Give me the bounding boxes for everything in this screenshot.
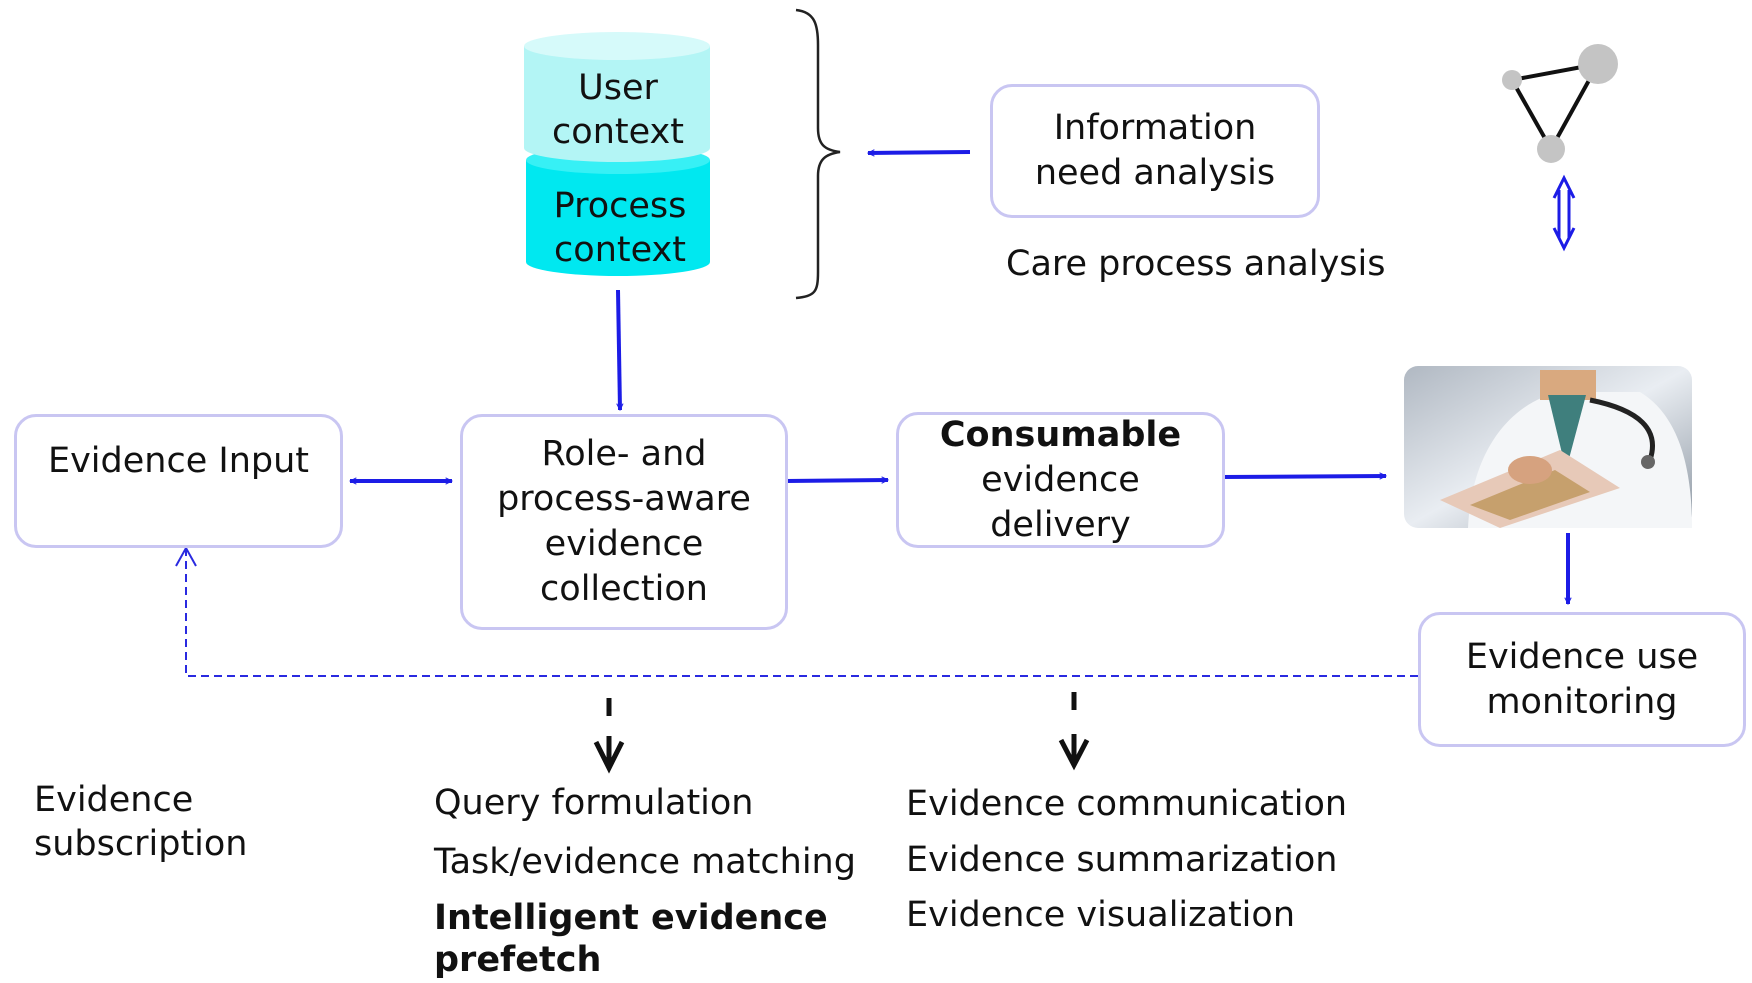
collection-detail-query: Query formulation <box>434 783 754 823</box>
collection-line-3: evidence <box>544 524 704 564</box>
grouping-brace <box>795 8 841 300</box>
delivery-detail-visualization: Evidence visualization <box>906 895 1295 935</box>
user-context-line-2: context <box>552 112 684 152</box>
evidence-collection-box: Role- and process-aware evidence collect… <box>460 414 788 630</box>
feedback-arrowhead <box>175 545 197 567</box>
monitoring-line-2: monitoring <box>1486 681 1678 722</box>
evidence-subscription-line-2: subscription <box>34 824 248 864</box>
delivery-line-3: delivery <box>990 504 1131 545</box>
arrow-delivery-to-doctor <box>1221 476 1386 477</box>
process-context-line-1: Process <box>553 186 687 226</box>
process-context-label: Process context <box>528 184 712 272</box>
delivery-line-2: evidence <box>981 459 1140 500</box>
info-need-line-1: Information <box>1053 108 1257 148</box>
collection-detail-prefetch-2: prefetch <box>434 940 602 980</box>
process-context-line-2: context <box>554 230 686 270</box>
collection-detail-prefetch-1: Intelligent evidence <box>434 898 828 938</box>
user-context-label: User context <box>526 66 710 154</box>
care-process-analysis-label: Care process analysis <box>1006 244 1386 284</box>
double-arrow-icon <box>1552 174 1576 252</box>
evidence-delivery-box: Consumable evidence delivery <box>896 412 1225 548</box>
user-context-line-1: User <box>578 68 658 108</box>
arrow-info-need-to-context <box>868 152 971 153</box>
evidence-input-box: Evidence Input <box>14 414 343 548</box>
info-need-line-2: need analysis <box>1034 153 1276 193</box>
evidence-input-label: Evidence Input <box>47 441 309 481</box>
collection-line-1: Role- and <box>541 434 707 474</box>
monitoring-line-1: Evidence use <box>1465 636 1699 677</box>
graph-network-icon <box>1502 44 1618 163</box>
evidence-use-monitoring-box: Evidence use monitoring <box>1418 612 1746 747</box>
delivery-detail-summarization: Evidence summarization <box>906 840 1338 880</box>
arrow-context-to-collection <box>616 289 620 410</box>
arrow-collection-to-delivery <box>785 480 888 481</box>
arrow-to-collection-details <box>593 698 625 774</box>
collection-detail-matching: Task/evidence matching <box>434 842 856 882</box>
collection-line-2: process-aware <box>497 479 751 519</box>
evidence-subscription-line-1: Evidence <box>34 780 194 820</box>
arrow-to-delivery-details <box>1058 692 1090 771</box>
doctor-photo <box>1404 366 1692 528</box>
feedback-dashed-line <box>185 548 1418 677</box>
database-cylinder <box>524 32 710 276</box>
delivery-detail-communication: Evidence communication <box>906 784 1348 824</box>
information-need-analysis-box: Information need analysis <box>990 84 1320 218</box>
delivery-line-1: Consumable <box>939 414 1182 455</box>
collection-line-4: collection <box>540 569 708 609</box>
